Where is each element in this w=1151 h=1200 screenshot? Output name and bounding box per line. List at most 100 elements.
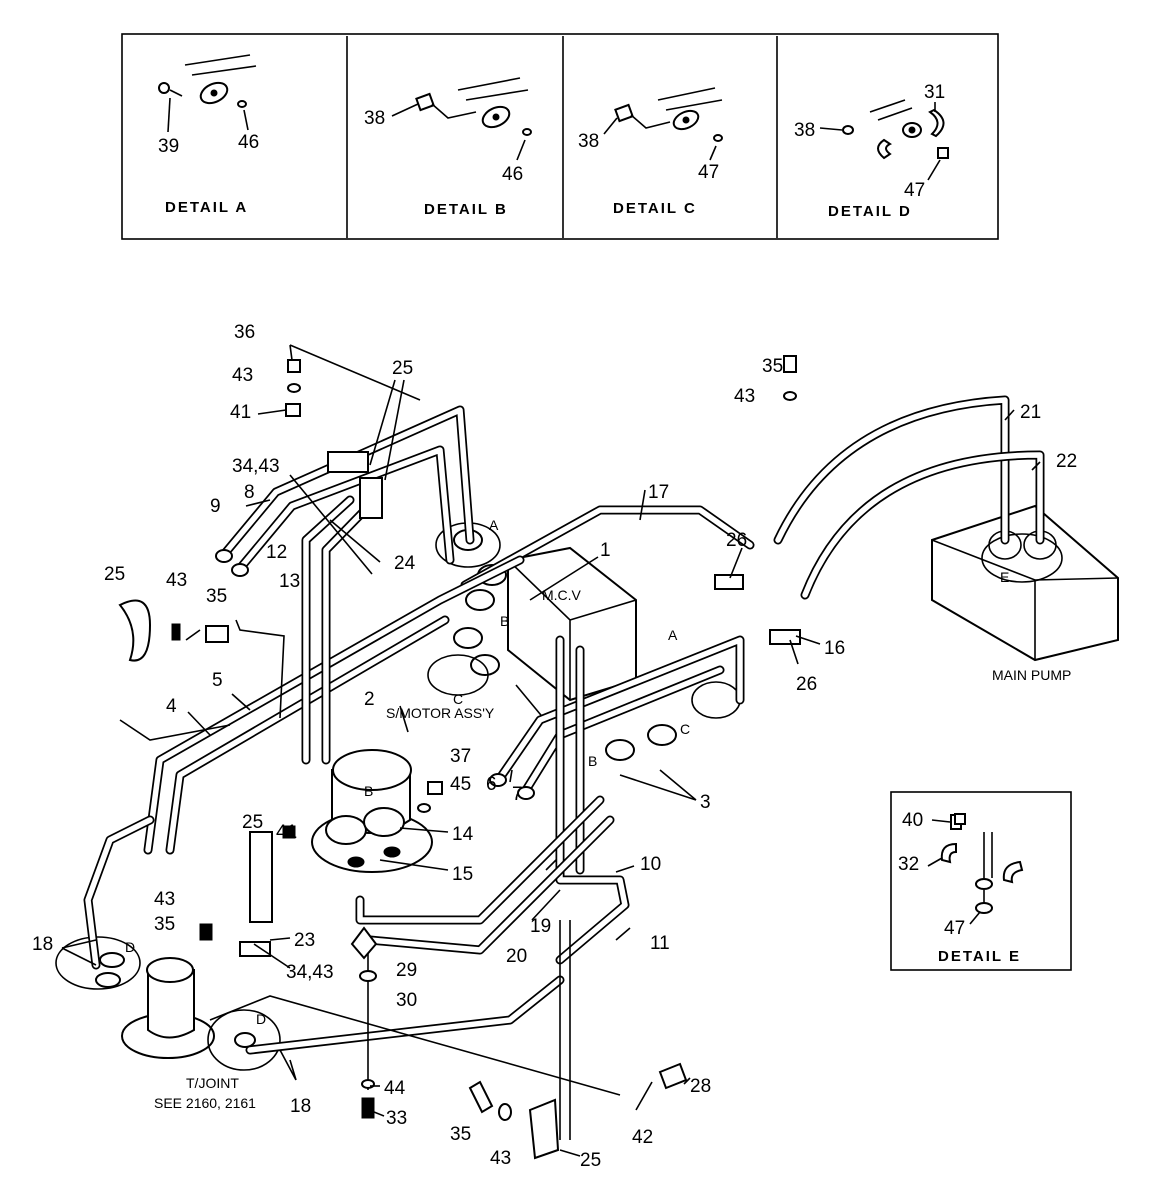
callout-46-b: 46: [502, 164, 523, 185]
detail-c-title: DETAIL C: [613, 200, 697, 217]
port-b2-label: B: [588, 753, 597, 769]
turning-joint: D D T/JOINT SEE 2160, 2161: [55, 936, 281, 1111]
callout-30: 30: [396, 990, 417, 1011]
callout-22: 22: [1056, 451, 1077, 472]
clamp-icon: [249, 831, 273, 923]
callout-47-d: 47: [904, 180, 925, 201]
port-a-label: A: [489, 517, 499, 533]
callout-35-d: 35: [450, 1124, 471, 1145]
swing-motor-label: S/MOTOR ASS'Y: [386, 705, 495, 721]
callout-17: 17: [648, 482, 669, 503]
callout-2: 2: [364, 689, 375, 710]
port-d2-label: D: [256, 1011, 266, 1027]
clamp-icon: [769, 629, 801, 645]
main-pump-label: MAIN PUMP: [992, 667, 1071, 683]
callout-23: 23: [294, 930, 315, 951]
port-b3-label: B: [364, 783, 373, 799]
callout-25-d: 25: [580, 1150, 601, 1171]
detail-e-title: DETAIL E: [938, 948, 1021, 965]
callout-18: 18: [32, 934, 53, 955]
callout-35-a: 35: [762, 356, 783, 377]
callout-24: 24: [394, 553, 416, 574]
callout-43-d: 43: [154, 889, 175, 910]
elbow-icon: [928, 108, 945, 138]
callout-43-a: 43: [232, 365, 253, 386]
callout-7: 7: [512, 784, 523, 805]
port-a2-label: A: [668, 627, 678, 643]
bolt-icon: [415, 92, 435, 112]
clamp-icon: [327, 451, 369, 473]
clamp-bracket-icon: [118, 599, 152, 662]
detail-c: 38 47 DETAIL C: [578, 87, 723, 217]
callout-1: 1: [600, 540, 611, 561]
port-e-label: E: [1000, 569, 1009, 585]
detail-a-title: DETAIL A: [165, 199, 248, 216]
callout-43-c: 43: [166, 570, 187, 591]
detail-a: 39 46 DETAIL A: [158, 54, 259, 216]
callout-38-d: 38: [794, 120, 815, 141]
callout-37: 37: [450, 746, 471, 767]
callout-36: 36: [234, 322, 255, 343]
callout-25-c: 25: [242, 812, 263, 833]
callout-25-a: 25: [392, 358, 413, 379]
callout-5: 5: [212, 670, 223, 691]
bolt-icon: [158, 82, 170, 94]
callout-11: 11: [650, 933, 670, 954]
callout-42: 42: [632, 1127, 653, 1148]
callout-13: 13: [279, 571, 300, 592]
detail-d-title: DETAIL D: [828, 203, 912, 220]
detail-d: 38 31 47 DETAIL D: [794, 82, 949, 220]
callout-31: 31: [924, 82, 945, 103]
callout-26-b: 26: [796, 674, 817, 695]
callout-45: 45: [450, 774, 471, 795]
tjoint-see-label: SEE 2160, 2161: [154, 1095, 256, 1111]
callout-10: 10: [640, 854, 661, 875]
port-c2-label: C: [680, 721, 690, 737]
callout-8: 8: [244, 482, 255, 503]
callout-9: 9: [210, 496, 221, 517]
callouts: 1 2 3 4 5 6 7 8 9 10 11 12 13 14 15 16 1…: [32, 322, 1077, 1171]
callout-26-a: 26: [726, 530, 747, 551]
callout-41-a: 41: [230, 402, 251, 423]
detail-frame: [121, 33, 999, 240]
tjoint-label: T/JOINT: [186, 1075, 239, 1091]
callout-21: 21: [1020, 402, 1041, 423]
callout-35-b: 35: [206, 586, 227, 607]
detail-e: 40 32 47 DETAIL E: [890, 791, 1072, 971]
callout-40: 40: [902, 810, 923, 831]
callout-39: 39: [158, 136, 179, 157]
callout-34-43-a: 34,43: [232, 456, 280, 477]
leader-lines: [61, 344, 1041, 1157]
callout-4: 4: [166, 696, 177, 717]
callout-41-b: 41: [276, 822, 297, 843]
pipe-runs: [83, 395, 1045, 1096]
port-c-label: C: [453, 691, 463, 707]
callout-25-b: 25: [104, 564, 125, 585]
port-d-label: D: [125, 939, 135, 955]
main-pump: E MAIN PUMP: [931, 504, 1119, 683]
callout-38-b: 38: [364, 108, 385, 129]
callout-46: 46: [238, 132, 259, 153]
fittings: [118, 355, 966, 1160]
callout-44: 44: [384, 1078, 406, 1099]
callout-19: 19: [530, 916, 551, 937]
bracket-icon: [350, 926, 378, 960]
callout-18b: 18: [290, 1096, 311, 1117]
detail-panels: 39 46 DETAIL A 38 46 DETAIL B: [121, 33, 999, 240]
callout-3: 3: [700, 792, 711, 813]
mcv-label: M.C.V: [542, 587, 582, 603]
port-b-label: B: [500, 613, 509, 629]
callout-38-c: 38: [578, 131, 599, 152]
callout-15: 15: [452, 864, 473, 885]
swing-motor: B S/MOTOR ASS'Y: [311, 705, 495, 873]
callout-6: 6: [486, 774, 497, 795]
callout-32: 32: [898, 854, 919, 875]
callout-47-c: 47: [698, 162, 719, 183]
callout-34-43-b: 34,43: [286, 962, 334, 983]
callout-28: 28: [690, 1076, 711, 1097]
callout-35-c: 35: [154, 914, 175, 935]
callout-16: 16: [824, 638, 845, 659]
detail-b: 38 46 DETAIL B: [364, 77, 532, 218]
callout-43-e: 43: [490, 1148, 511, 1169]
clamp-icon: [528, 1098, 560, 1160]
